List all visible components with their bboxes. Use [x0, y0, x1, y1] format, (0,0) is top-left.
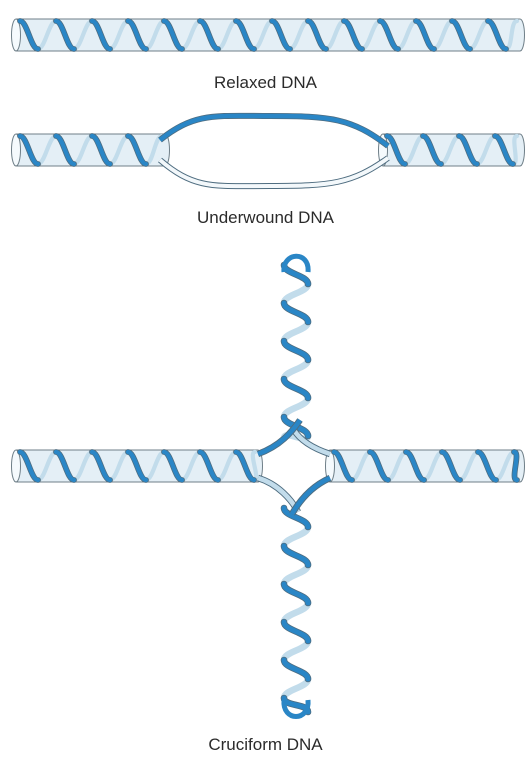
- back-strand: [284, 527, 308, 546]
- front-strand: [514, 452, 517, 480]
- cruciform-left-arm: [12, 450, 263, 482]
- junction-strand: [294, 430, 330, 454]
- helix-tube-end: [520, 19, 525, 51]
- cruciform-lower-arm: [284, 508, 308, 712]
- front-strand: [284, 546, 308, 565]
- caption-cruciform-dna: Cruciform DNA: [0, 735, 531, 755]
- back-strand: [284, 679, 308, 698]
- caption-underwound-dna: Underwound DNA: [0, 208, 531, 228]
- helix-tube-end: [12, 134, 21, 166]
- underwound-left-helix: [12, 134, 170, 166]
- front-strand: [284, 660, 308, 679]
- front-strand: [284, 622, 308, 641]
- back-strand: [284, 641, 308, 660]
- relaxed-dna-helix: [12, 19, 525, 51]
- separated-strand: [160, 116, 388, 146]
- cruciform-upper-arm: [284, 265, 308, 439]
- back-strand: [284, 360, 308, 379]
- helix-tube-end: [520, 450, 525, 482]
- helix-tube-end: [12, 19, 21, 51]
- junction-strand: [292, 478, 330, 514]
- helix-tube-end: [12, 450, 21, 482]
- back-strand: [284, 322, 308, 341]
- front-strand: [284, 341, 308, 360]
- cruciform-right-arm: [326, 450, 525, 482]
- back-strand: [284, 565, 308, 584]
- caption-relaxed-dna: Relaxed DNA: [0, 73, 531, 93]
- front-strand: [284, 303, 308, 322]
- back-strand: [513, 136, 517, 164]
- separated-strand: [160, 158, 388, 186]
- back-strand: [284, 284, 308, 303]
- junction-strand-edge: [258, 478, 298, 512]
- underwound-bubble: [160, 116, 388, 186]
- back-strand: [284, 603, 308, 622]
- underwound-right-helix: [379, 134, 525, 166]
- front-strand: [284, 379, 308, 398]
- back-strand: [284, 398, 308, 417]
- front-strand: [284, 265, 308, 284]
- front-strand: [284, 584, 308, 603]
- cruciform-junction: [258, 420, 330, 514]
- helix-tube-end: [520, 134, 525, 166]
